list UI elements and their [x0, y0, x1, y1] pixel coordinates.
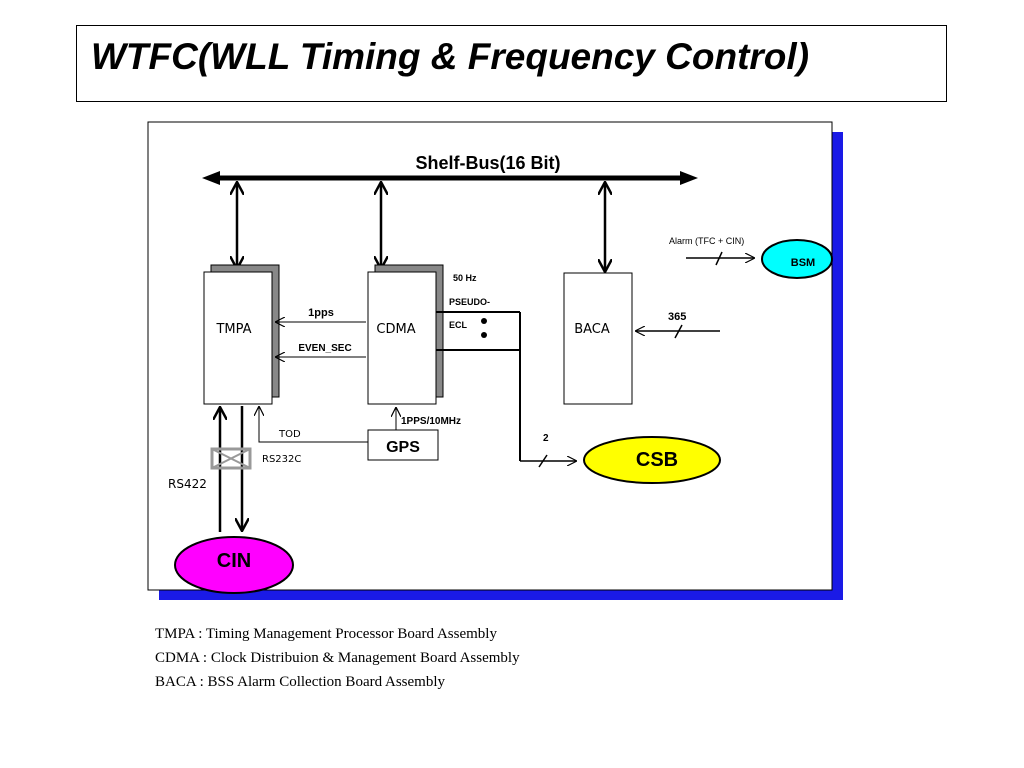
gps-block [367, 429, 439, 461]
pseudo-label: PSEUDO- [449, 297, 490, 307]
cdma-label: CDMA [376, 322, 415, 337]
tod-line [259, 407, 368, 443]
n365-label: 365 [668, 311, 686, 323]
even-sec-label: EVEN_SEC [298, 343, 351, 354]
shelf-bus-right-arrow [680, 171, 698, 185]
legend-tmpa: TMPA : Timing Management Processor Board… [155, 626, 497, 642]
cin-label: CIN [217, 550, 251, 572]
ecl-label: ECL [449, 320, 468, 330]
csb-node [583, 436, 721, 484]
page-title: WTFC(WLL Timing & Frequency Control) [91, 36, 810, 77]
dot-1 [481, 318, 487, 324]
baca-block [563, 272, 633, 405]
dot-2 [481, 332, 487, 338]
bsm-node [761, 239, 833, 279]
pps-10mhz-label: 1PPS/10MHz [401, 416, 461, 427]
legend-baca: BACA : BSS Alarm Collection Board Assemb… [155, 674, 446, 690]
legend-cdma: CDMA : Clock Distribuion & Management Bo… [155, 650, 520, 666]
tmpa-label: TMPA [215, 322, 251, 337]
crossover-box [210, 447, 252, 470]
n365-slash [674, 324, 683, 339]
alarm-slash [715, 251, 723, 266]
alarm-label: Alarm (TFC + CIN) [669, 236, 744, 246]
tmpa-block [203, 271, 273, 405]
crossover-x2 [211, 448, 251, 469]
rs232c-label: RS232C [262, 454, 301, 465]
cin-node [174, 536, 294, 594]
legend: TMPA : Timing Management Processor Board… [155, 622, 520, 694]
title-box: WTFC(WLL Timing & Frequency Control) [76, 25, 947, 102]
rs422-label: RS422 [168, 477, 207, 491]
gps-label: GPS [386, 439, 420, 456]
pps-label: 1pps [308, 307, 334, 319]
shelf-bus-left-arrow [202, 171, 220, 185]
baca-label: BACA [574, 322, 610, 337]
cdma-block [367, 271, 437, 405]
csb-feed-slash [538, 454, 548, 468]
shelf-bus-label: Shelf-Bus(16 Bit) [415, 153, 560, 173]
csb-label: CSB [636, 449, 678, 471]
n2-label: 2 [543, 433, 549, 444]
tod-label: TOD [278, 429, 301, 440]
hz50-label: 50 Hz [453, 273, 477, 283]
bsm-label: BSM [791, 257, 815, 269]
